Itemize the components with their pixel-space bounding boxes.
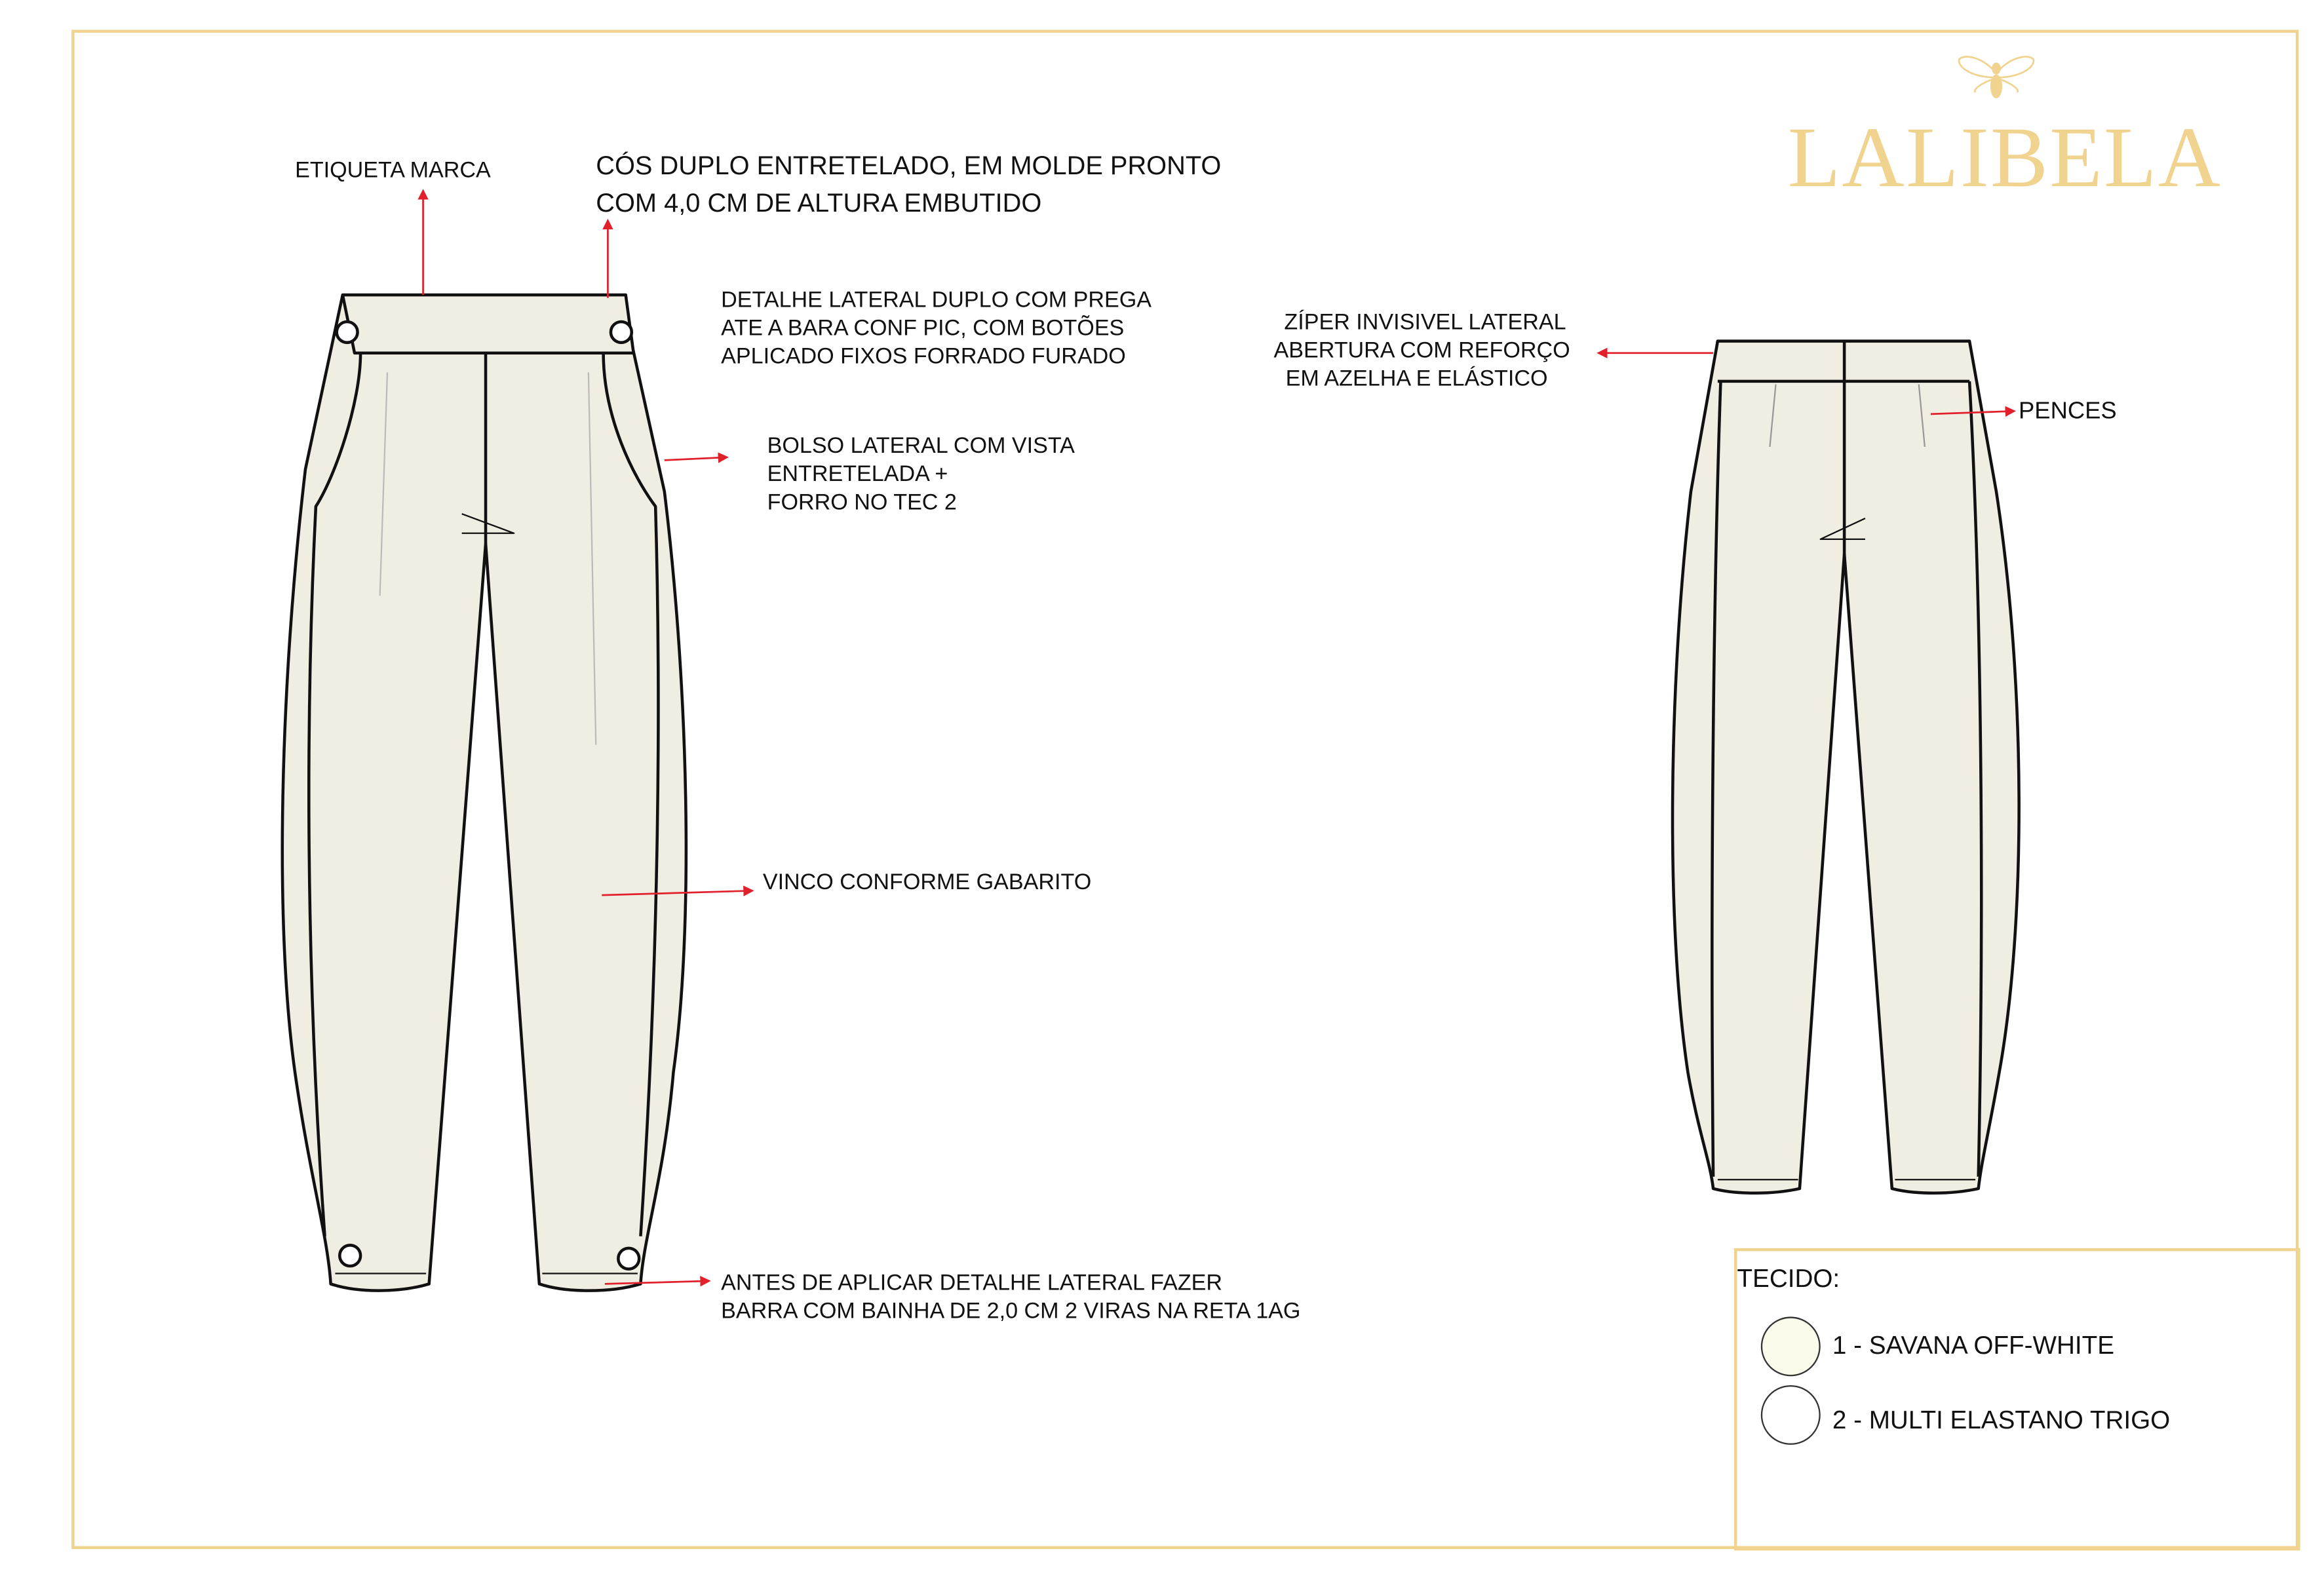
fabric-title: TECIDO: [1737, 1264, 1840, 1293]
brand-logo: LALIBELA [1787, 108, 2222, 206]
page-frame [71, 29, 2299, 1550]
label-etiqueta: ETIQUETA MARCA [295, 157, 491, 183]
fabric-item-1: 1 - SAVANA OFF-WHITE [1832, 1331, 2115, 1360]
label-vinco: VINCO CONFORME GABARITO [762, 870, 1092, 896]
label-antes-1: ANTES DE APLICAR DETALHE LATERAL FAZER [721, 1270, 1223, 1296]
fabric-swatch-2 [1760, 1385, 1821, 1445]
label-detalhe-2: ATE A BARA CONF PIC, COM BOTÕES [721, 315, 1125, 341]
bee-icon [1954, 50, 2038, 104]
fabric-item-2: 2 - MULTI ELASTANO TRIGO [1832, 1406, 2171, 1434]
label-ziper-3: EM AZELHA E ELÁSTICO [1285, 366, 1548, 392]
annotation-arrows [417, 189, 2016, 1287]
label-bolso-1: BOLSO LATERAL COM VISTA [767, 433, 1075, 459]
label-ziper-2: ABERTURA COM REFORÇO [1273, 337, 1570, 364]
back-pants-drawing [1671, 339, 2021, 1195]
front-pants-drawing [281, 293, 688, 1292]
label-cos-2: COM 4,0 CM DE ALTURA EMBUTIDO [596, 187, 1042, 218]
label-bolso-3: FORRO NO TEC 2 [767, 489, 957, 516]
label-antes-2: BARRA COM BAINHA DE 2,0 CM 2 VIRAS NA RE… [721, 1299, 1301, 1324]
label-bolso-2: ENTRETELADA + [767, 461, 948, 488]
fabric-swatch-1 [1760, 1316, 1821, 1377]
fabric-legend: TECIDO: 1 - SAVANA OFF-WHITE 2 - MULTI E… [1733, 1248, 2300, 1551]
label-cos-1: CÓS DUPLO ENTRETELADO, EM MOLDE PRONTO [596, 150, 1222, 181]
label-pences: PENCES [2019, 399, 2117, 425]
label-detalhe-3: APLICADO FIXOS FORRADO FURADO [721, 344, 1126, 370]
label-detalhe-1: DETALHE LATERAL DUPLO COM PREGA [721, 287, 1152, 313]
label-ziper-1: ZÍPER INVISIVEL LATERAL [1284, 309, 1566, 335]
